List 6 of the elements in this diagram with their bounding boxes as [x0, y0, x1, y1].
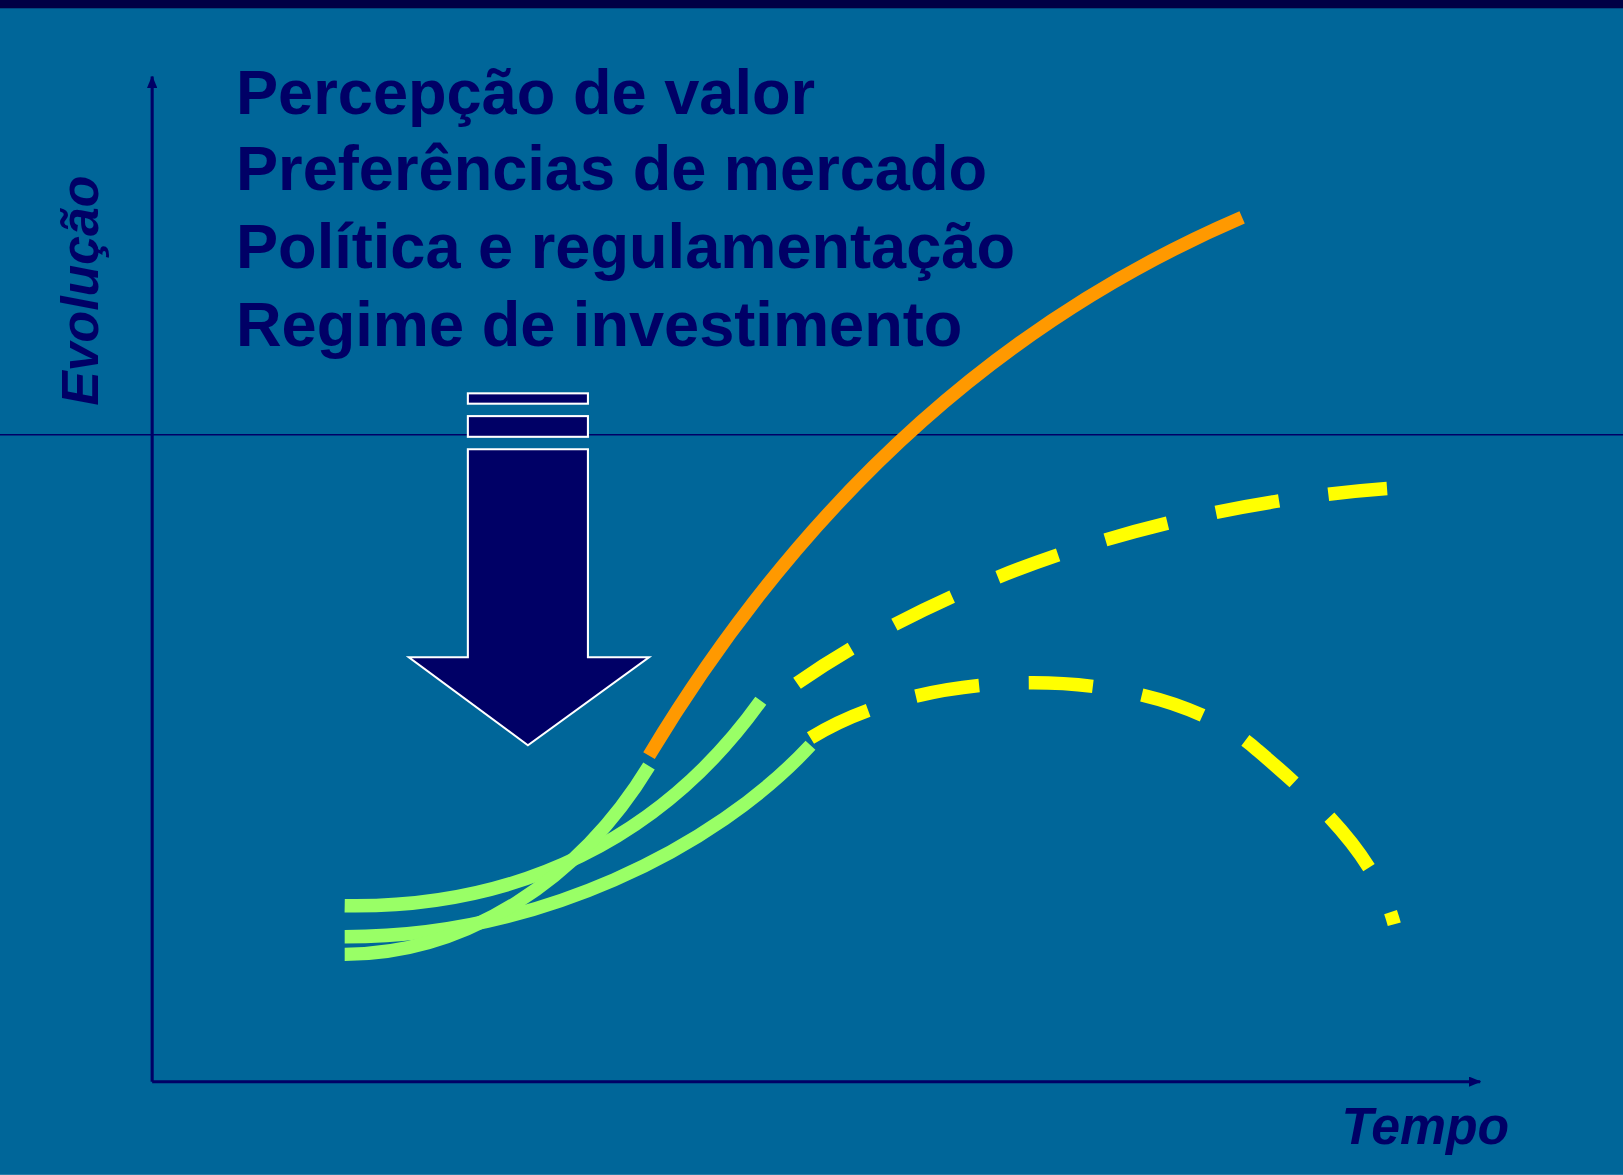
factor-text: Preferências de mercado — [236, 134, 988, 203]
axis-label: Tempo — [1341, 1097, 1510, 1156]
axis-label: Evolução — [51, 175, 110, 406]
factor-text: Percepção de valor — [236, 57, 816, 127]
factor-text: Regime de investimento — [236, 289, 963, 359]
factor-text: Política e regulamentação — [236, 212, 1016, 281]
